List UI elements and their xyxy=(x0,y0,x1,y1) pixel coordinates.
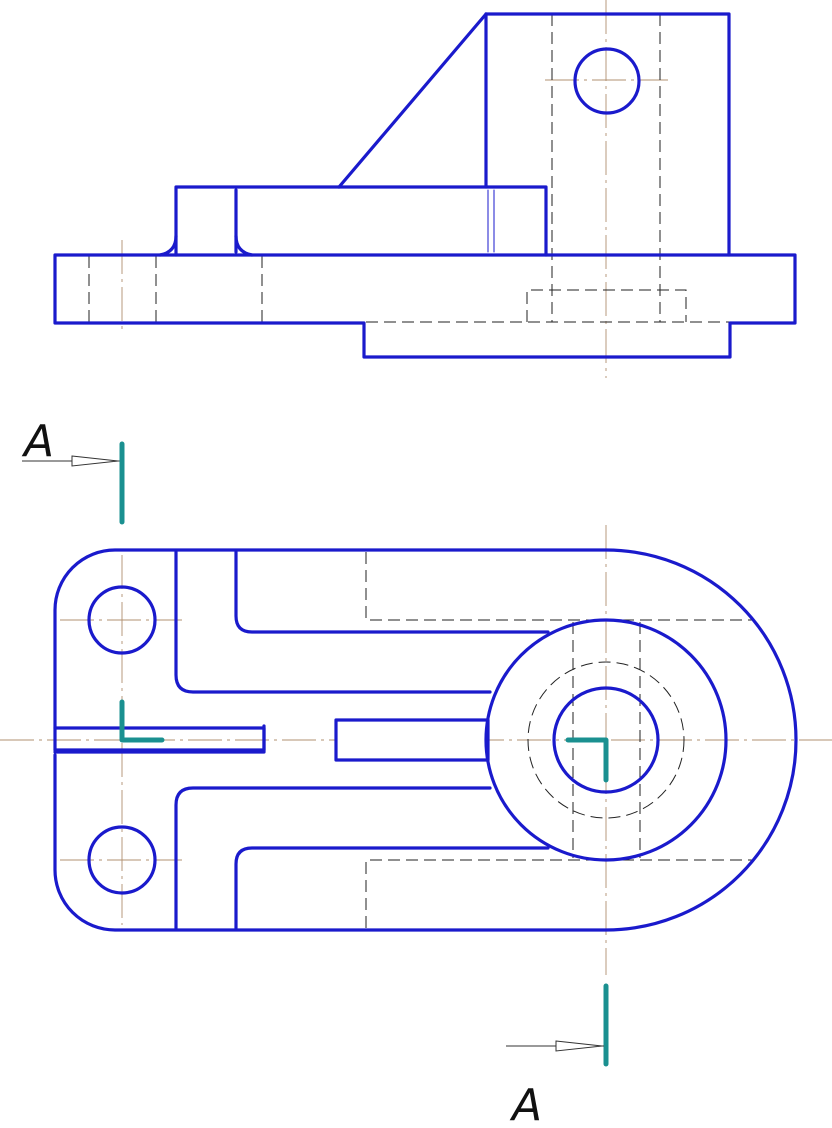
top-base-outline-upper xyxy=(53,548,798,932)
top-pad-outline-lower-inner xyxy=(234,846,550,930)
front-view-outlines xyxy=(53,12,797,359)
top-base-slot-notch xyxy=(53,726,266,754)
front-view xyxy=(53,0,797,378)
section-cut-bend-center xyxy=(565,737,609,783)
front-hole-circle xyxy=(573,47,641,115)
top-hole-circle-upper xyxy=(87,585,157,655)
front-rib xyxy=(337,12,488,189)
top-hole-circle-lower xyxy=(87,825,157,895)
section-label-top: A xyxy=(21,416,54,467)
top-pad-outline-lower-outer xyxy=(174,786,492,930)
top-hidden-counterbore-circle xyxy=(527,661,685,819)
front-view-hidden-lines xyxy=(88,14,730,323)
front-pad-fillet-right xyxy=(234,234,254,257)
front-upright-block xyxy=(484,12,731,257)
top-slot-right xyxy=(334,718,490,762)
top-hidden-slot-upper xyxy=(365,552,755,621)
top-view xyxy=(0,525,832,975)
top-boss-circle xyxy=(484,618,728,862)
section-cut-bend-left xyxy=(119,699,165,743)
section-label-bottom: A xyxy=(509,1080,542,1128)
front-raised-pad xyxy=(174,185,548,257)
top-bore-circle xyxy=(552,686,660,794)
top-view-cut-marks xyxy=(119,699,609,783)
top-pad-outline-upper-outer xyxy=(174,550,492,694)
top-pad-outline-upper-inner xyxy=(234,550,550,634)
front-base-plate xyxy=(53,253,797,359)
section-markers: A A xyxy=(21,416,609,1128)
top-view-outlines xyxy=(53,548,798,932)
top-hidden-slot-lower xyxy=(365,859,755,928)
section-arrow-top-head xyxy=(71,455,119,467)
section-arrow-bottom-head xyxy=(555,1040,603,1052)
front-hidden-recess xyxy=(526,289,687,322)
front-pad-fillet-left xyxy=(158,234,178,257)
